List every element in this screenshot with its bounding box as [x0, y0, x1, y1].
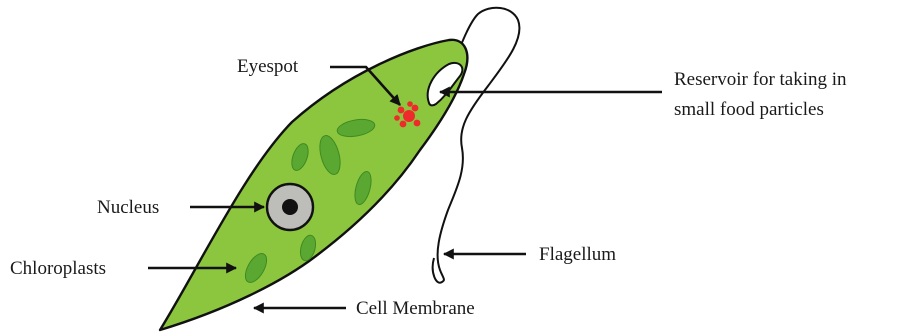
flagellum-label: Flagellum [539, 244, 616, 265]
nucleolus [282, 199, 298, 215]
nucleus-label: Nucleus [97, 197, 159, 218]
reservoir-label-line2: small food particles [674, 99, 824, 120]
cell-body [160, 40, 467, 330]
eyespot-label: Eyespot [237, 56, 299, 77]
cell-membrane-label: Cell Membrane [356, 298, 475, 319]
reservoir-label-line1: Reservoir for taking in [674, 69, 847, 90]
chloroplasts-label: Chloroplasts [10, 258, 106, 279]
